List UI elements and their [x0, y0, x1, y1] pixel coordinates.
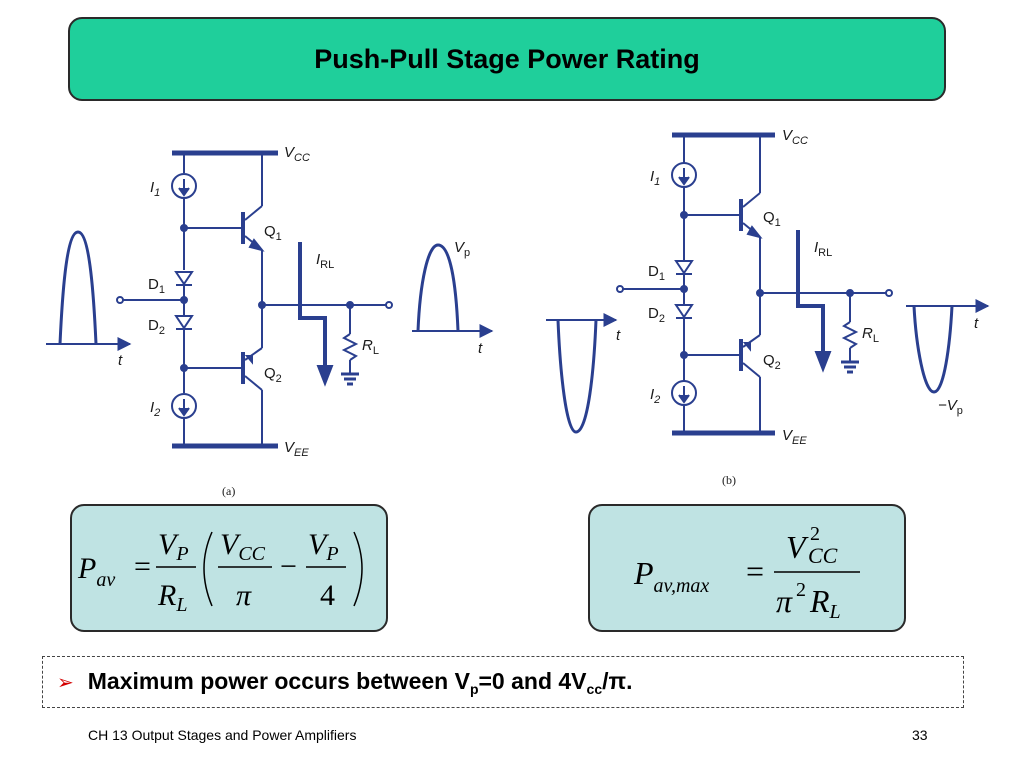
irl-arrow-b	[796, 230, 825, 358]
svg-text:=: =	[134, 550, 151, 583]
svg-text:Q1: Q1	[264, 223, 282, 243]
svg-text:V: V	[786, 529, 809, 565]
d1-label-a: D	[148, 276, 159, 293]
svg-text:Pav,max: Pav,max	[633, 555, 709, 597]
q1-label-b: Q	[763, 209, 775, 226]
equation-average-power: Pav = VP RL VCC π − VP 4	[77, 528, 363, 616]
svg-text:D1: D1	[148, 276, 165, 296]
svg-text:VCC: VCC	[284, 144, 310, 164]
slide-title: Push-Pull Stage Power Rating	[314, 43, 700, 74]
diode-d1-a	[174, 271, 194, 286]
svg-text:I2: I2	[650, 386, 660, 406]
svg-text:I1: I1	[650, 168, 660, 188]
svg-text:VP: VP	[308, 528, 339, 565]
svg-text:VEE: VEE	[782, 427, 807, 447]
i1-label-b: I	[650, 168, 654, 185]
diode-d1-b	[674, 260, 694, 275]
svg-text:VP: VP	[158, 528, 189, 565]
irl-arrow-a	[298, 242, 327, 372]
t-label-out-a: t	[478, 340, 483, 357]
equation-box-average-power: Pav = VP RL VCC π − VP 4	[70, 504, 388, 632]
svg-text:VCC: VCC	[782, 127, 808, 147]
svg-text:VCC: VCC	[220, 528, 266, 565]
svg-text:Q2: Q2	[264, 365, 282, 385]
svg-text:IRL: IRL	[814, 239, 832, 259]
svg-text:RL: RL	[809, 583, 841, 623]
title-banner: Push-Pull Stage Power Rating	[68, 17, 946, 101]
t-label-out-b: t	[974, 315, 979, 332]
svg-text:CC: CC	[808, 543, 838, 568]
footer-page-number: 33	[912, 727, 928, 743]
input-waveform-b	[546, 313, 618, 434]
i2-label-b: I	[650, 386, 654, 403]
caption-b: (b)	[722, 473, 736, 487]
vee-label-b: V	[782, 427, 794, 444]
d2-label-a: D	[148, 317, 159, 334]
svg-text:VEE: VEE	[284, 439, 309, 459]
circuit-diagrams: VCC VEE I1 I2 Q1 Q2 D1 D2 IRL RL Vp t t …	[46, 127, 990, 498]
t-label-in-a: t	[118, 352, 123, 369]
t-label-in-b: t	[616, 327, 621, 344]
vp-label-a: V	[454, 239, 466, 256]
svg-text:Pav: Pav	[77, 552, 115, 591]
rl-label-b: R	[862, 325, 873, 342]
vcc-label-b: V	[782, 127, 794, 144]
svg-text:Q2: Q2	[763, 352, 781, 372]
svg-text:π: π	[776, 583, 793, 619]
arrow-bullet-icon: ➢	[57, 670, 74, 694]
output-waveform-b	[906, 299, 990, 394]
output-waveform-a	[412, 243, 494, 338]
svg-text:I2: I2	[150, 399, 160, 419]
i2-label-a: I	[150, 399, 154, 416]
key-point-text: Maximum power occurs between Vp=0 and 4V…	[87, 667, 633, 697]
svg-text:2: 2	[796, 579, 806, 601]
svg-text:I1: I1	[150, 179, 160, 199]
q2-label-b: Q	[763, 352, 775, 369]
svg-text:D2: D2	[648, 305, 665, 325]
key-point-box: ➢ Maximum power occurs between Vp=0 and …	[42, 656, 964, 708]
svg-text:IRL: IRL	[316, 251, 334, 271]
vee-label-a: V	[284, 439, 296, 456]
input-waveform-a	[46, 230, 132, 351]
svg-text:RL: RL	[862, 325, 879, 345]
svg-text:−: −	[280, 550, 297, 583]
d2-label-b: D	[648, 305, 659, 322]
svg-text:Q1: Q1	[763, 209, 781, 229]
svg-text:=: =	[746, 553, 764, 589]
svg-text:D1: D1	[648, 263, 665, 283]
d1-label-b: D	[648, 263, 659, 280]
caption-a: (a)	[222, 484, 235, 498]
resistor-rl-b	[841, 321, 859, 349]
equation-max-power: Pav,max = V 2 CC π 2 RL	[633, 523, 860, 623]
svg-text:2: 2	[810, 523, 820, 545]
svg-text:RL: RL	[362, 337, 379, 357]
svg-text:D2: D2	[148, 317, 165, 337]
circuit-b	[546, 132, 990, 436]
svg-text:−Vp: −Vp	[938, 397, 963, 417]
i1-label-a: I	[150, 179, 154, 196]
svg-text:π: π	[236, 579, 252, 612]
equation-box-max-power: Pav,max = V 2 CC π 2 RL	[588, 504, 906, 632]
rl-label-a: R	[362, 337, 373, 354]
q1-label-a: Q	[264, 223, 276, 240]
vcc-label-a: V	[284, 144, 296, 161]
svg-text:RL: RL	[157, 579, 187, 616]
irl-label-a: I	[316, 251, 320, 268]
q2-label-a: Q	[264, 365, 276, 382]
svg-text:4: 4	[320, 579, 335, 612]
diode-d2-a	[174, 315, 194, 330]
irl-label-b: I	[814, 239, 818, 256]
footer-chapter: CH 13 Output Stages and Power Amplifiers	[88, 727, 357, 743]
svg-text:Vp: Vp	[454, 239, 470, 259]
resistor-rl-a	[341, 333, 359, 361]
diode-d2-b	[674, 304, 694, 319]
circuit-a	[46, 150, 494, 449]
vp-label-b: −V	[938, 397, 959, 414]
